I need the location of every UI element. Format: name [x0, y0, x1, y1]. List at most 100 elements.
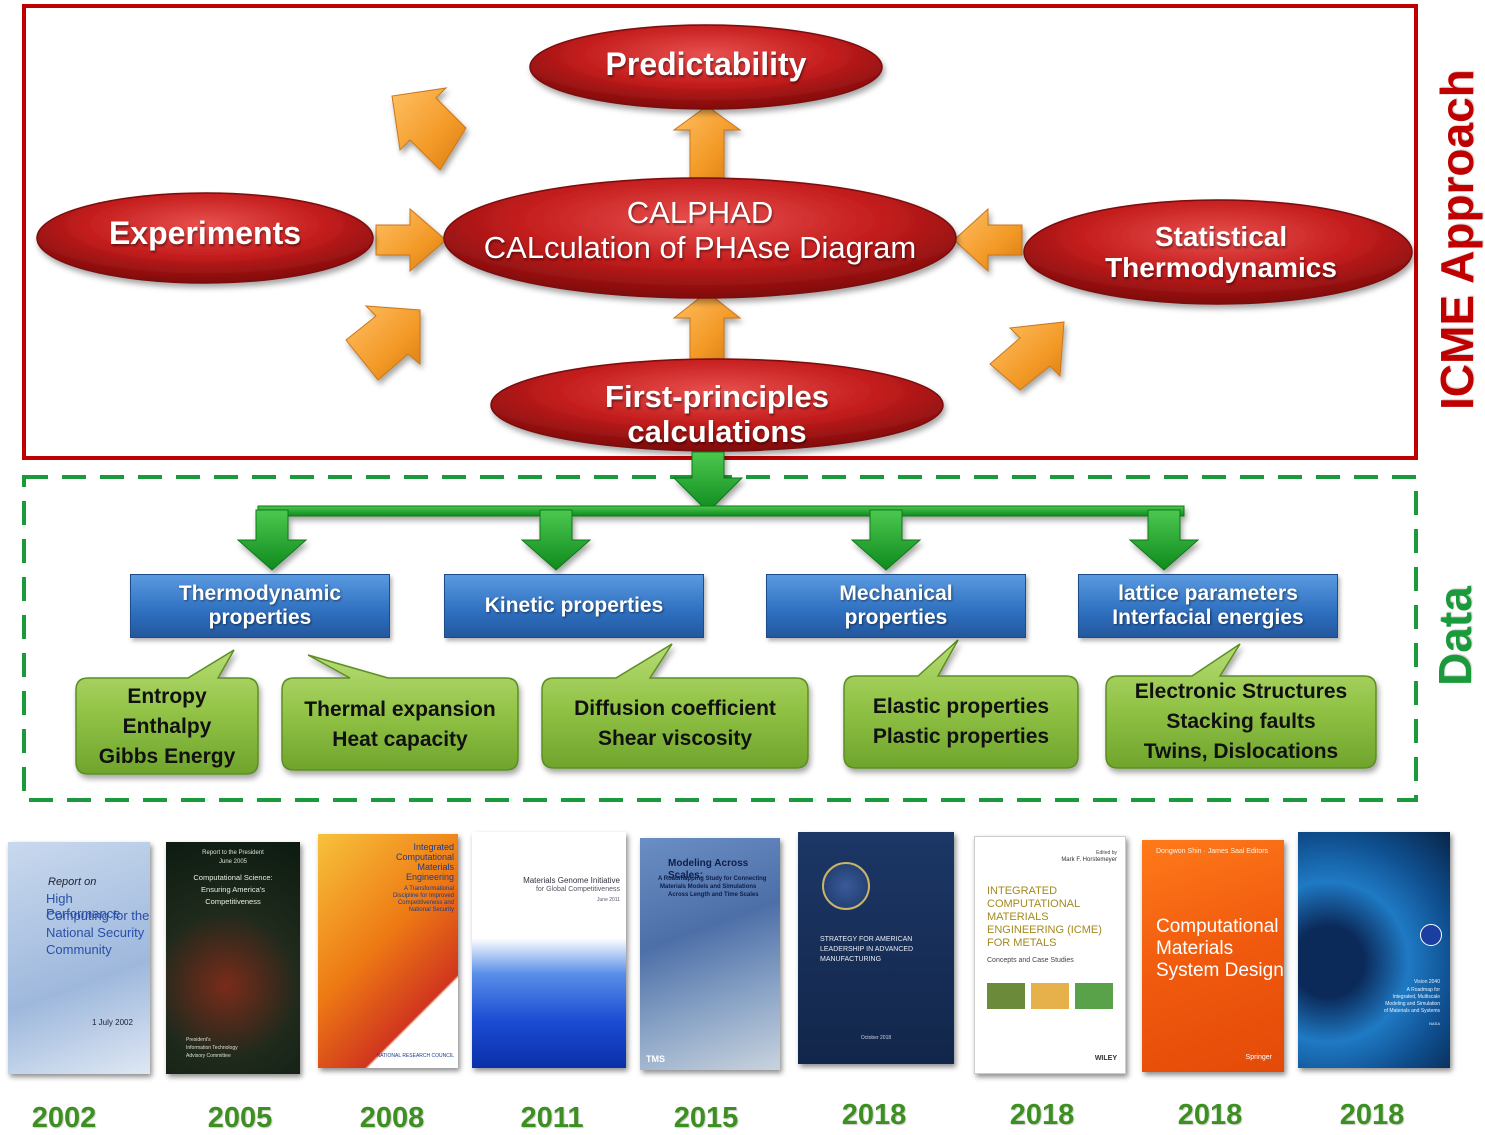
book-text: October 2018: [860, 1035, 892, 1041]
detail-line: Shear viscosity: [597, 727, 753, 750]
category-line: Mechanical: [839, 581, 953, 605]
arrow-diag-upper-left: [391, 87, 467, 171]
predictability-label: Predictability: [605, 46, 807, 82]
book-text: Report on: [48, 876, 97, 888]
nasa-logo-icon: [1420, 924, 1442, 946]
book-cover-2008: Integrated Computational Materials Engin…: [318, 834, 458, 1068]
book-text: A Roadmap for: [1406, 987, 1440, 993]
category-line: properties: [844, 606, 948, 629]
book-text: Springer: [1245, 1053, 1272, 1061]
book-text: System Design: [1156, 960, 1284, 981]
detail-line: Thermal expansion: [304, 698, 496, 722]
book-text: FOR METALS: [987, 937, 1057, 949]
category-kinetic: Kinetic properties: [444, 574, 704, 638]
book-cover-2002: Report on High Performance Computing for…: [8, 842, 150, 1074]
detail-1-text: Entropy Enthalpy Gibbs Energy: [76, 680, 258, 774]
year-label-2015: 2015: [673, 1102, 739, 1134]
detail-callout-1: [75, 649, 259, 775]
category-line: Thermodynamic: [178, 581, 342, 605]
book-text: MATERIALS: [987, 911, 1049, 923]
book-cover-2015: Modeling Across Scales: A Roadmapping St…: [640, 838, 780, 1070]
book-text: A Transformational: [403, 886, 454, 892]
book-text: 1 July 2002: [92, 1018, 133, 1027]
detail-callout-4: [843, 639, 1079, 769]
detail-callout-2: [281, 654, 519, 771]
detail-3-text: Diffusion coefficient Shear viscosity: [542, 680, 808, 768]
year-label-2018-d: 2018: [1339, 1099, 1405, 1131]
detail-line: Gibbs Energy: [98, 744, 236, 768]
book-text: Advisory Committee: [186, 1053, 231, 1059]
arrow-left-from-statistical: [953, 207, 1023, 273]
category-line: lattice parameters: [1118, 581, 1298, 605]
book-text: NATIONAL RESEARCH COUNCIL: [376, 1053, 454, 1060]
arrow-diag-lower-left: [345, 305, 421, 381]
detail-line: Twins, Dislocations: [1143, 739, 1339, 763]
book-text: Competitiveness: [205, 897, 261, 906]
statistical-node: [1023, 199, 1413, 305]
book-text: Integrated, Multiscale: [1392, 994, 1440, 1000]
book-text: INTEGRATED: [987, 885, 1058, 897]
book-cover-2018-wiley: Edited by Mark F. Horstemeyer INTEGRATED…: [974, 836, 1126, 1074]
arrow-diag-lower-right: [989, 321, 1065, 391]
book-text: Engineering: [405, 872, 454, 882]
book-text: Dongwon Shin · James Saal Editors: [1156, 848, 1269, 855]
book-text: for Global Competitiveness: [535, 886, 620, 893]
book-text: Ensuring America's: [201, 885, 265, 894]
book-text: A Roadmapping Study for Connecting: [658, 876, 767, 882]
icme-approach-label: ICME Approach: [1431, 69, 1483, 410]
first-principles-line2: calculations: [627, 413, 807, 449]
category-mechanical: Mechanical properties: [766, 574, 1026, 638]
year-label-2005: 2005: [207, 1102, 273, 1134]
detail-line: Entropy: [127, 685, 207, 709]
first-principles-line1: First-principles: [605, 379, 829, 414]
calphad-subtitle: CALculation of PHAse Diagram: [483, 229, 917, 265]
book-text: of Materials and Systems: [1383, 1008, 1440, 1014]
statistical-line1: Statistical: [1154, 221, 1288, 252]
book-text: June 2011: [597, 897, 620, 903]
green-arrow-kinetic: [520, 509, 592, 571]
category-line: properties: [208, 606, 312, 629]
book-text: National Security: [408, 907, 454, 913]
book-text: Materials Models and Simulations: [660, 884, 757, 890]
green-connector-bar: [257, 505, 1185, 517]
book-text: Computational Science:: [193, 873, 273, 882]
year-label-2018-c: 2018: [1177, 1099, 1243, 1131]
book-cover-2011: Materials Genome Initiative for Global C…: [472, 832, 626, 1068]
experiments-node: [36, 192, 374, 284]
calphad-label: CALPHAD CALculation of PHAse Diagram: [444, 195, 956, 265]
book-text: National Security: [46, 925, 145, 940]
book-text: Concepts and Case Studies: [987, 957, 1074, 964]
arrow-right-from-experiments: [375, 207, 447, 273]
first-principles-node: [490, 358, 944, 452]
detail-line: Electronic Structures: [1134, 680, 1348, 704]
book-text: WILEY: [1094, 1054, 1117, 1062]
book-text: Computing for the: [46, 908, 150, 923]
green-arrow-mechanical: [850, 509, 922, 571]
year-label-2018-a: 2018: [841, 1099, 907, 1131]
year-label-2008: 2008: [359, 1102, 425, 1134]
book-text: COMPUTATIONAL: [987, 898, 1081, 910]
book-text: Discipline for Improved: [392, 893, 454, 899]
book-text: June 2005: [218, 859, 248, 865]
year-label-2011: 2011: [520, 1102, 584, 1134]
first-principles-label: First-principles calculations: [492, 379, 942, 449]
data-label: Data: [1429, 586, 1481, 686]
book-text: Materials Genome Initiative: [523, 876, 620, 885]
detail-line: Heat capacity: [332, 728, 468, 751]
arrow-up-to-predictability: [672, 105, 742, 183]
statistical-label: Statistical Thermodynamics: [1026, 221, 1416, 284]
arrow-up-from-first-principles: [672, 291, 742, 363]
category-line: Kinetic properties: [484, 593, 664, 617]
year-label-2002: 2002: [31, 1102, 97, 1134]
book-text: MANUFACTURING: [820, 956, 882, 963]
book-cover-2005: Report to the President June 2005 Comput…: [166, 842, 300, 1074]
book-text: Mark F. Horstemeyer: [1061, 857, 1117, 863]
detail-line: Stacking faults: [1166, 710, 1316, 734]
category-lattice: lattice parameters Interfacial energies: [1078, 574, 1338, 638]
book-text: TMS: [646, 1053, 665, 1064]
detail-line: Elastic properties: [872, 695, 1050, 719]
detail-callout-5: [1105, 643, 1377, 769]
book-text: High Performance: [46, 891, 121, 921]
book-cover-2018-springer: Dongwon Shin · James Saal Editors Comput…: [1142, 840, 1284, 1072]
